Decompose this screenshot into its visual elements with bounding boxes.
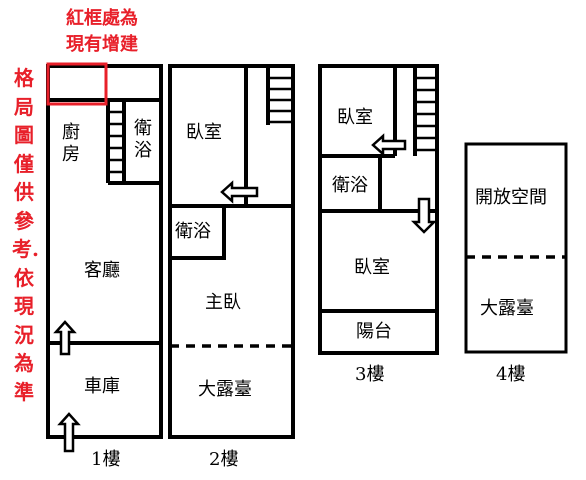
layout-disclaimer: 格局圖僅供參考.依現況為準 [12, 66, 39, 404]
room-bathroom: 衛浴 [134, 118, 152, 161]
floor-label: 4樓 [496, 364, 526, 385]
floor-1-stairs [108, 110, 124, 174]
floor-2-stairs [268, 76, 293, 124]
room-master-bedroom: 主臥 [205, 292, 241, 313]
left-arrow-icon [371, 133, 407, 157]
room-bedroom: 臥室 [337, 107, 373, 128]
entrance-arrow-icon [57, 412, 81, 453]
floor-label: 3樓 [355, 364, 385, 385]
room-kitchen: 廚房 [62, 122, 80, 165]
floor-label: 1樓 [91, 449, 121, 470]
room-bedroom: 臥室 [186, 122, 222, 143]
room-living-room: 客廳 [84, 260, 120, 281]
floor-3-stairs [415, 76, 437, 152]
room-terrace: 大露臺 [480, 298, 534, 319]
addition-note-line-1: 紅框處為 [66, 8, 138, 29]
left-arrow-icon [220, 180, 259, 204]
room-bathroom: 衛浴 [175, 221, 211, 242]
room-garage: 車庫 [84, 376, 120, 397]
down-arrow-icon [410, 197, 438, 234]
red-frame-addition [46, 62, 108, 106]
floor-2-plan [168, 64, 295, 439]
room-bathroom: 衛浴 [332, 175, 368, 196]
room-balcony: 陽台 [356, 321, 392, 342]
up-arrow-icon [53, 320, 77, 356]
floor-label: 2樓 [209, 449, 239, 470]
addition-note-line-2: 現有增建 [66, 34, 138, 55]
room-terrace: 大露臺 [198, 379, 252, 400]
floor-3-plan [318, 64, 439, 355]
floor-1-plan [46, 62, 163, 453]
floor-2-bath-wall [168, 204, 226, 260]
room-open-space: 開放空間 [475, 187, 547, 208]
floor-4-plan [464, 142, 568, 354]
floor-4-outline [464, 142, 568, 354]
room-bedroom: 臥室 [354, 257, 390, 278]
